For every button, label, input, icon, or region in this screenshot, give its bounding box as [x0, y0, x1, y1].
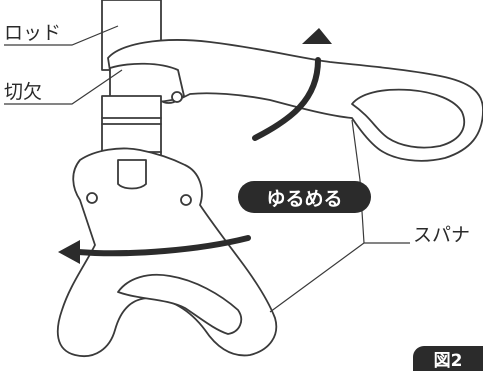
figure-badge: 図2	[413, 346, 483, 371]
rod-collar	[117, 159, 147, 190]
leader-spanner-upper	[351, 119, 365, 244]
label-loosen: ゆるめる	[238, 181, 371, 213]
lower-pin-right	[180, 194, 192, 206]
leader-spanner	[269, 242, 410, 313]
arrow-head-upper-icon	[302, 28, 332, 44]
label-rod: ロッド	[4, 22, 62, 44]
rotate-arrow-upper	[252, 57, 321, 141]
label-notch: 切欠	[4, 81, 43, 103]
leader-rod	[4, 25, 119, 46]
lower-spanner-jaw	[117, 273, 242, 335]
label-spanner: スパナ	[413, 224, 471, 246]
notch-pin	[171, 91, 183, 103]
upper-spanner-jaw	[351, 88, 466, 149]
rotate-arrow-lower	[75, 235, 251, 257]
arrow-head-lower-icon	[58, 240, 80, 264]
leader-notch	[4, 69, 123, 105]
lower-pin-left	[86, 192, 98, 204]
